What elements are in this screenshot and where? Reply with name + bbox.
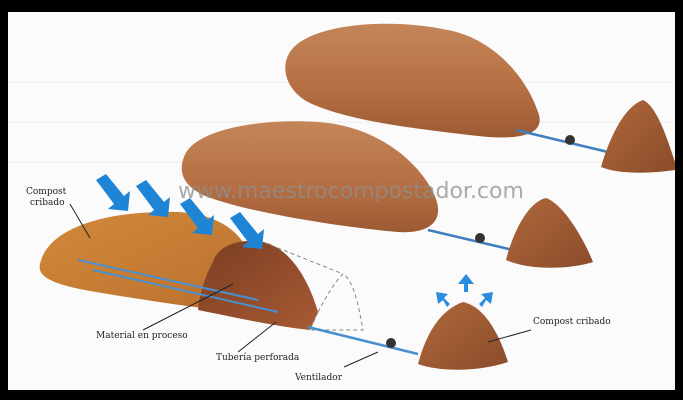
- label-compost-cribado-left: Compost: [26, 187, 67, 197]
- label-compost-cribado-right: Compost cribado: [533, 317, 611, 327]
- finished-pile-top: [601, 100, 675, 173]
- label-tuberia-perforada: Tubería perforada: [216, 352, 300, 363]
- vent-arrows: [436, 274, 493, 307]
- fan-icon: [386, 338, 396, 348]
- pipe-top: [516, 130, 608, 152]
- pipe-front: [308, 327, 418, 354]
- diagram-frame: www.maestrocompostador.com Compost criba…: [8, 12, 675, 390]
- windrow-front: [40, 212, 508, 370]
- air-arrow-icon: [136, 180, 170, 217]
- label-ventilador: Ventilador: [294, 373, 343, 383]
- pipe-middle: [428, 230, 513, 250]
- label-compost-cribado-left-2: cribado: [30, 198, 65, 208]
- finished-pile-front: [418, 302, 508, 370]
- compost-diagram: www.maestrocompostador.com Compost criba…: [8, 12, 675, 390]
- fan-icon: [475, 233, 485, 243]
- fan-icon: [565, 135, 575, 145]
- finished-pile-middle: [506, 198, 593, 268]
- vent-arrow-icon: [436, 292, 450, 307]
- watermark: www.maestrocompostador.com: [178, 179, 524, 204]
- vent-arrow-icon: [458, 274, 474, 292]
- air-arrow-icon: [96, 174, 130, 211]
- label-material-en-proceso: Material en proceso: [96, 331, 188, 341]
- vent-arrow-icon: [479, 292, 493, 307]
